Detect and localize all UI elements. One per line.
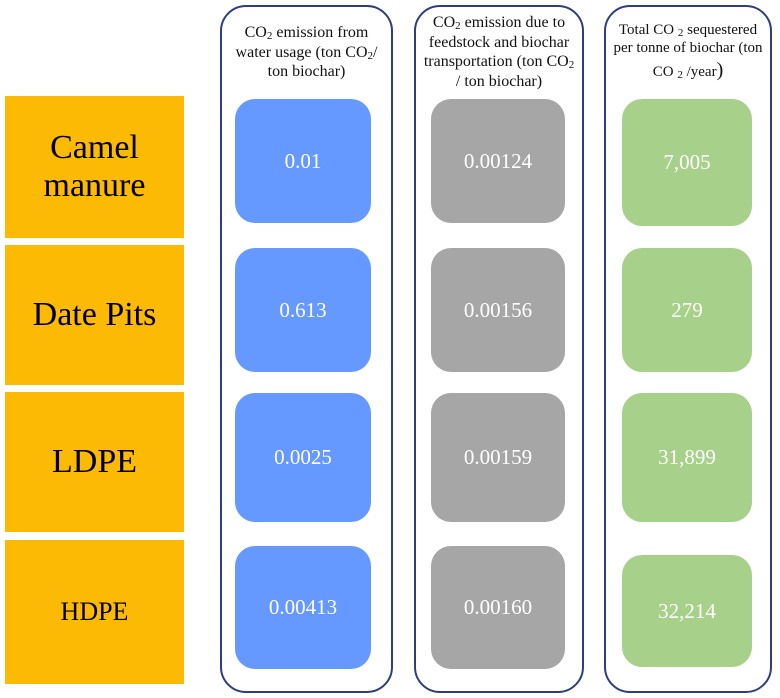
- header-text: / ton biochar): [455, 72, 543, 90]
- header-text: CO: [244, 24, 267, 41]
- header-subscript: 2: [367, 49, 374, 62]
- feedstock-label: Date Pits: [32, 295, 157, 333]
- header-subscript: 2: [266, 30, 273, 42]
- value-cell: 7,005: [622, 99, 752, 226]
- value-cell: 0.00124: [431, 99, 565, 223]
- column-header: CO2 emission from water usage (ton CO2/ …: [222, 23, 391, 82]
- header-subscript: 2: [677, 27, 684, 39]
- header-text: ): [716, 58, 724, 81]
- value-cell: 279: [622, 248, 752, 372]
- header-text: emission from water usage (ton CO: [235, 24, 369, 61]
- value-cell: 0.00159: [431, 393, 565, 522]
- header-text: / ton biochar): [267, 43, 378, 81]
- feedstock-label: Camel manure: [43, 128, 146, 204]
- column-header: CO2 emission due to feedstock and biocha…: [416, 13, 582, 91]
- feedstock-label: HDPE: [60, 597, 129, 627]
- header-text: sequestered per tonne of biochar (ton CO: [613, 22, 763, 80]
- feedstock-date-pits: Date Pits: [5, 245, 184, 385]
- column-transportation-emission: CO2 emission due to feedstock and biocha…: [414, 5, 584, 693]
- header-subscript: 2: [568, 59, 575, 72]
- header-text: emission due to feedstock and biochar tr…: [423, 14, 570, 71]
- value-cell: 0.01: [235, 99, 371, 223]
- value-cell: 0.00413: [235, 546, 371, 669]
- value-cell: 0.0025: [235, 393, 371, 522]
- header-subscript: 2: [455, 20, 461, 32]
- value-cell: 0.613: [235, 248, 371, 372]
- value-cell: 0.00156: [431, 248, 565, 372]
- feedstock-ldpe: LDPE: [5, 392, 184, 532]
- feedstock-label: LDPE: [52, 442, 137, 480]
- value-cell: 31,899: [622, 393, 752, 522]
- column-header: Total CO 2 sequestered per tonne of bioc…: [606, 21, 770, 82]
- header-text: CO: [432, 14, 456, 31]
- column-water-usage-emission: CO2 emission from water usage (ton CO2/ …: [220, 5, 393, 693]
- value-cell: 0.00160: [431, 546, 565, 669]
- value-cell: 32,214: [622, 555, 752, 667]
- feedstock-camel-manure: Camel manure: [5, 96, 184, 238]
- header-text: /year: [682, 63, 717, 80]
- header-subscript: 2: [677, 68, 683, 81]
- feedstock-hdpe: HDPE: [5, 540, 184, 684]
- column-total-co2-sequestered: Total CO 2 sequestered per tonne of bioc…: [604, 5, 772, 693]
- header-text: Total CO: [618, 22, 678, 38]
